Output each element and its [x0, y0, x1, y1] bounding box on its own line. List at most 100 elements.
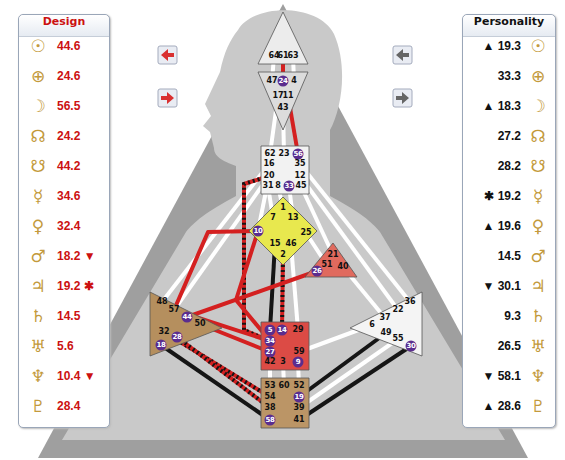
gate-number: 45	[295, 182, 306, 190]
planet-symbol: ♄	[525, 305, 551, 327]
gate-number: 21	[327, 251, 338, 259]
channel-stroke	[161, 345, 270, 420]
gate-line-value: 34.6	[57, 185, 80, 207]
gate-line-value: 5.6	[57, 335, 74, 357]
nav-arrows	[158, 46, 412, 107]
active-gate-number: 28	[172, 332, 183, 343]
gate-number: 35	[294, 160, 305, 168]
throat-center: 622356163520123183345	[261, 146, 309, 194]
gate-line-value: 56.5	[57, 95, 80, 117]
gate-number: 25	[300, 229, 311, 237]
planet-symbol: ⊕	[525, 65, 551, 87]
planet-symbol: ☉	[525, 35, 551, 57]
planet-symbol: ♅	[25, 335, 51, 357]
gate-number: 46	[285, 240, 296, 248]
gate-line-value: 28.4	[57, 395, 80, 417]
heart-center: 21514026	[305, 243, 357, 277]
channel-stroke	[300, 176, 398, 310]
gate-number: 16	[263, 160, 274, 168]
channel-stroke	[282, 255, 283, 330]
planet-symbol: ♆	[525, 365, 551, 387]
gate-number: 55	[392, 335, 403, 343]
channel-line	[299, 339, 398, 408]
ajna-center: 47244171143	[258, 72, 308, 130]
active-gate-number: 5	[265, 325, 276, 336]
planet-symbol: ☊	[525, 125, 551, 147]
center-outline	[261, 146, 309, 194]
active-gate-number: 24	[278, 76, 289, 87]
gate-number: 23	[278, 150, 289, 158]
gate-number: 8	[275, 182, 281, 190]
gate-line-value: 27.2	[498, 125, 521, 147]
center-outline	[350, 292, 422, 356]
head-center: 646163	[258, 12, 308, 64]
planet-symbol: ♃	[525, 275, 551, 297]
planet-symbol: ⊕	[25, 65, 51, 87]
gate-line-value: 14.5	[498, 245, 521, 267]
planet-symbol: ♃	[25, 275, 51, 297]
planet-symbol: ☿	[525, 185, 551, 207]
planet-symbol: ♆	[25, 365, 51, 387]
active-gate-number: 34	[265, 336, 276, 347]
channel-line	[282, 255, 283, 330]
gate-number: 41	[293, 416, 304, 424]
gate-number: 52	[293, 382, 304, 390]
gate-number: 13	[287, 214, 298, 222]
gate-line-value: 9.3	[504, 305, 521, 327]
channel-stroke	[187, 271, 317, 317]
channel-line	[300, 176, 398, 310]
active-gate-number: 10	[253, 226, 264, 237]
gate-line-value: ▼ 30.1	[482, 275, 521, 297]
gate-number: 2	[280, 251, 286, 259]
gate-number: 51	[321, 261, 332, 269]
gate-line-value: 28.2	[498, 155, 521, 177]
channel-line	[187, 271, 317, 317]
planet-symbol: ☋	[525, 155, 551, 177]
data-panel: Design☉44.6⊕24.6☽56.5☊24.2☋44.2☿34.6♀32.…	[18, 14, 110, 428]
gate-line-value: 18.2 ▼	[57, 245, 96, 267]
sacral-center: 514293427594239	[261, 322, 309, 370]
center-outline	[261, 322, 309, 370]
gate-number: 63	[287, 52, 298, 60]
panel-title: Personality	[463, 15, 555, 36]
gate-line-value: ✱ 19.2	[484, 185, 521, 207]
planet-symbol: ♀	[25, 215, 51, 237]
gate-line-value: ▼ 58.1	[482, 365, 521, 387]
center-outline	[258, 72, 308, 130]
planet-symbol: ♇	[25, 395, 51, 417]
gate-number: 38	[264, 404, 275, 412]
panel-title: Design	[19, 15, 109, 36]
gate-number: 59	[293, 348, 304, 356]
active-gate-number: 18	[156, 340, 167, 351]
gate-number: 61	[277, 52, 288, 60]
gate-number: 57	[168, 306, 179, 314]
channel-stroke	[299, 346, 411, 420]
planet-symbol: ☉	[25, 35, 51, 57]
solar-plexus-center: 3622376495530	[350, 292, 422, 356]
channel-stripes	[177, 337, 270, 408]
center-outline	[150, 292, 222, 356]
gray-triangle	[38, 4, 528, 458]
gate-number: 29	[292, 326, 303, 334]
g-center: 1713101546252	[249, 197, 317, 265]
gate-number: 15	[269, 240, 280, 248]
gate-line-value: 24.2	[57, 125, 80, 147]
gate-line-value: ▲ 28.6	[482, 395, 521, 417]
gate-line-value: 32.4	[57, 215, 80, 237]
head-profile	[62, 10, 505, 440]
root-center: 536052541938395841	[261, 378, 309, 428]
channel-stroke	[177, 337, 270, 408]
gate-number: 47	[266, 77, 277, 85]
gate-number: 6	[369, 321, 375, 329]
gate-number: 12	[294, 172, 305, 180]
data-panel: Personality▲ 19.3☉33.3⊕▲ 18.3☽27.2☊28.2☋…	[462, 14, 556, 428]
gate-line-value: 19.2 ✱	[57, 275, 94, 297]
planet-symbol: ♇	[525, 395, 551, 417]
gate-number: 49	[380, 329, 391, 337]
center-outline	[258, 12, 308, 64]
planet-symbol: ♂	[25, 245, 51, 267]
gate-number: 60	[278, 382, 289, 390]
channel-stroke	[299, 339, 398, 408]
planet-symbol: ♂	[525, 245, 551, 267]
active-gate-number: 56	[293, 149, 304, 160]
